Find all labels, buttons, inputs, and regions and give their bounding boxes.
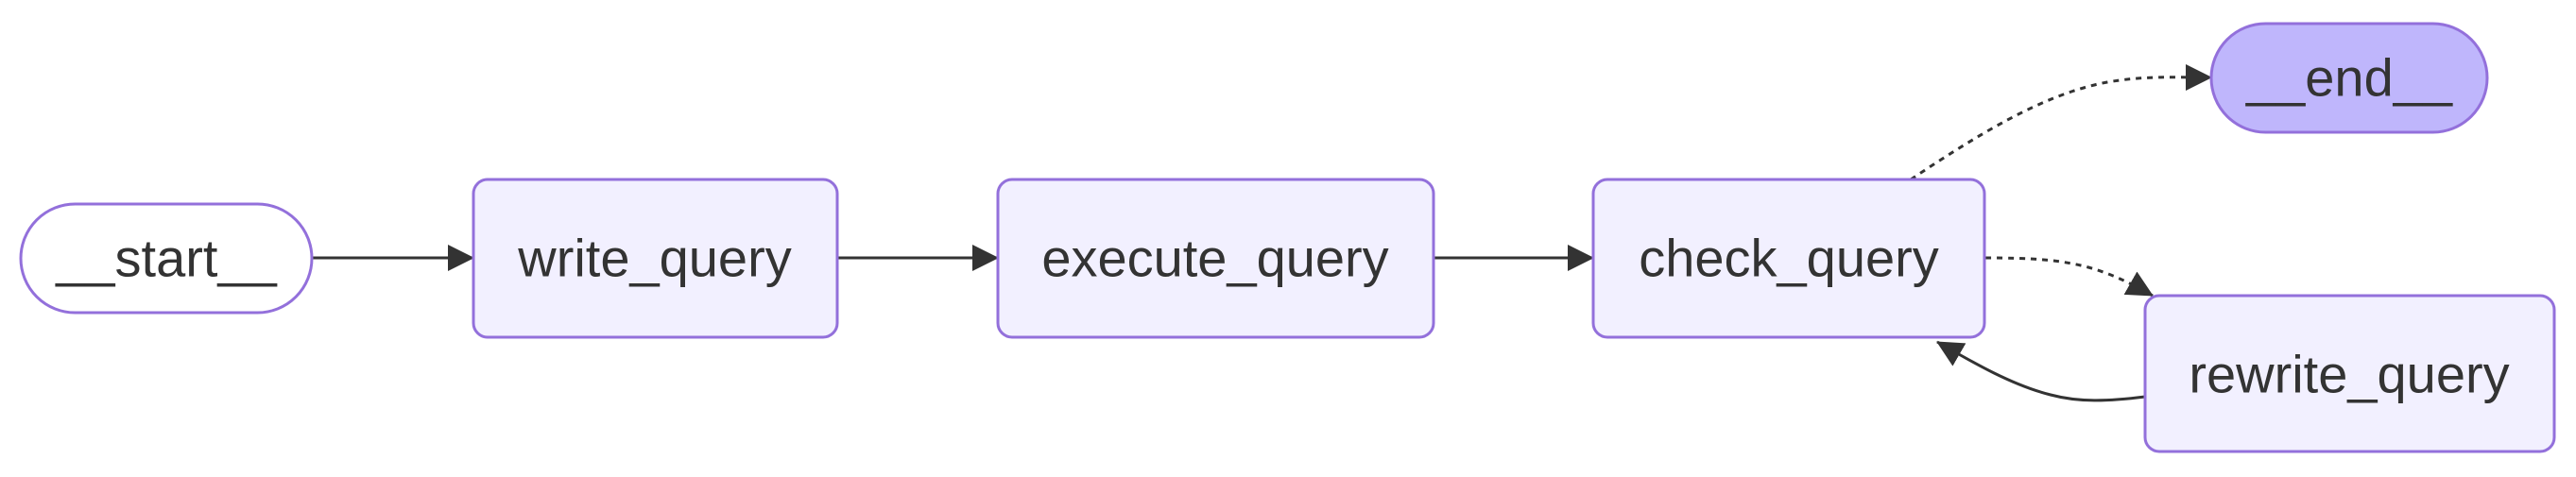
node-execute-query-shape: [996, 178, 1435, 339]
edge-check-query-to-rewrite-query: [1984, 256, 2154, 298]
node-execute-query-label: execute_query: [1041, 229, 1388, 288]
edge-rewrite-query-to-check-query: [1936, 340, 2146, 402]
node-end[interactable]: __end__: [2209, 22, 2489, 134]
node-check-query-shape: [1591, 178, 1986, 339]
node-write-query[interactable]: write_query: [472, 178, 839, 339]
node-write-query-label: write_query: [517, 229, 791, 288]
node-start[interactable]: __start__: [19, 202, 314, 315]
edge-check-query-to-end: [1910, 63, 2212, 181]
node-check-query-label: check_query: [1639, 229, 1939, 288]
node-execute-query[interactable]: execute_query: [996, 178, 1435, 339]
node-rewrite-query-label: rewrite_query: [2189, 345, 2509, 404]
node-check-query[interactable]: check_query: [1591, 178, 1986, 339]
node-rewrite-query-shape: [2143, 294, 2556, 453]
node-start-shape: [19, 202, 314, 315]
node-write-query-shape: [472, 178, 839, 339]
node-end-label: __end__: [2245, 48, 2453, 108]
node-end-shape: [2209, 22, 2489, 134]
edges: [312, 63, 2212, 402]
node-rewrite-query[interactable]: rewrite_query: [2143, 294, 2556, 453]
node-start-label: __start__: [55, 229, 277, 288]
